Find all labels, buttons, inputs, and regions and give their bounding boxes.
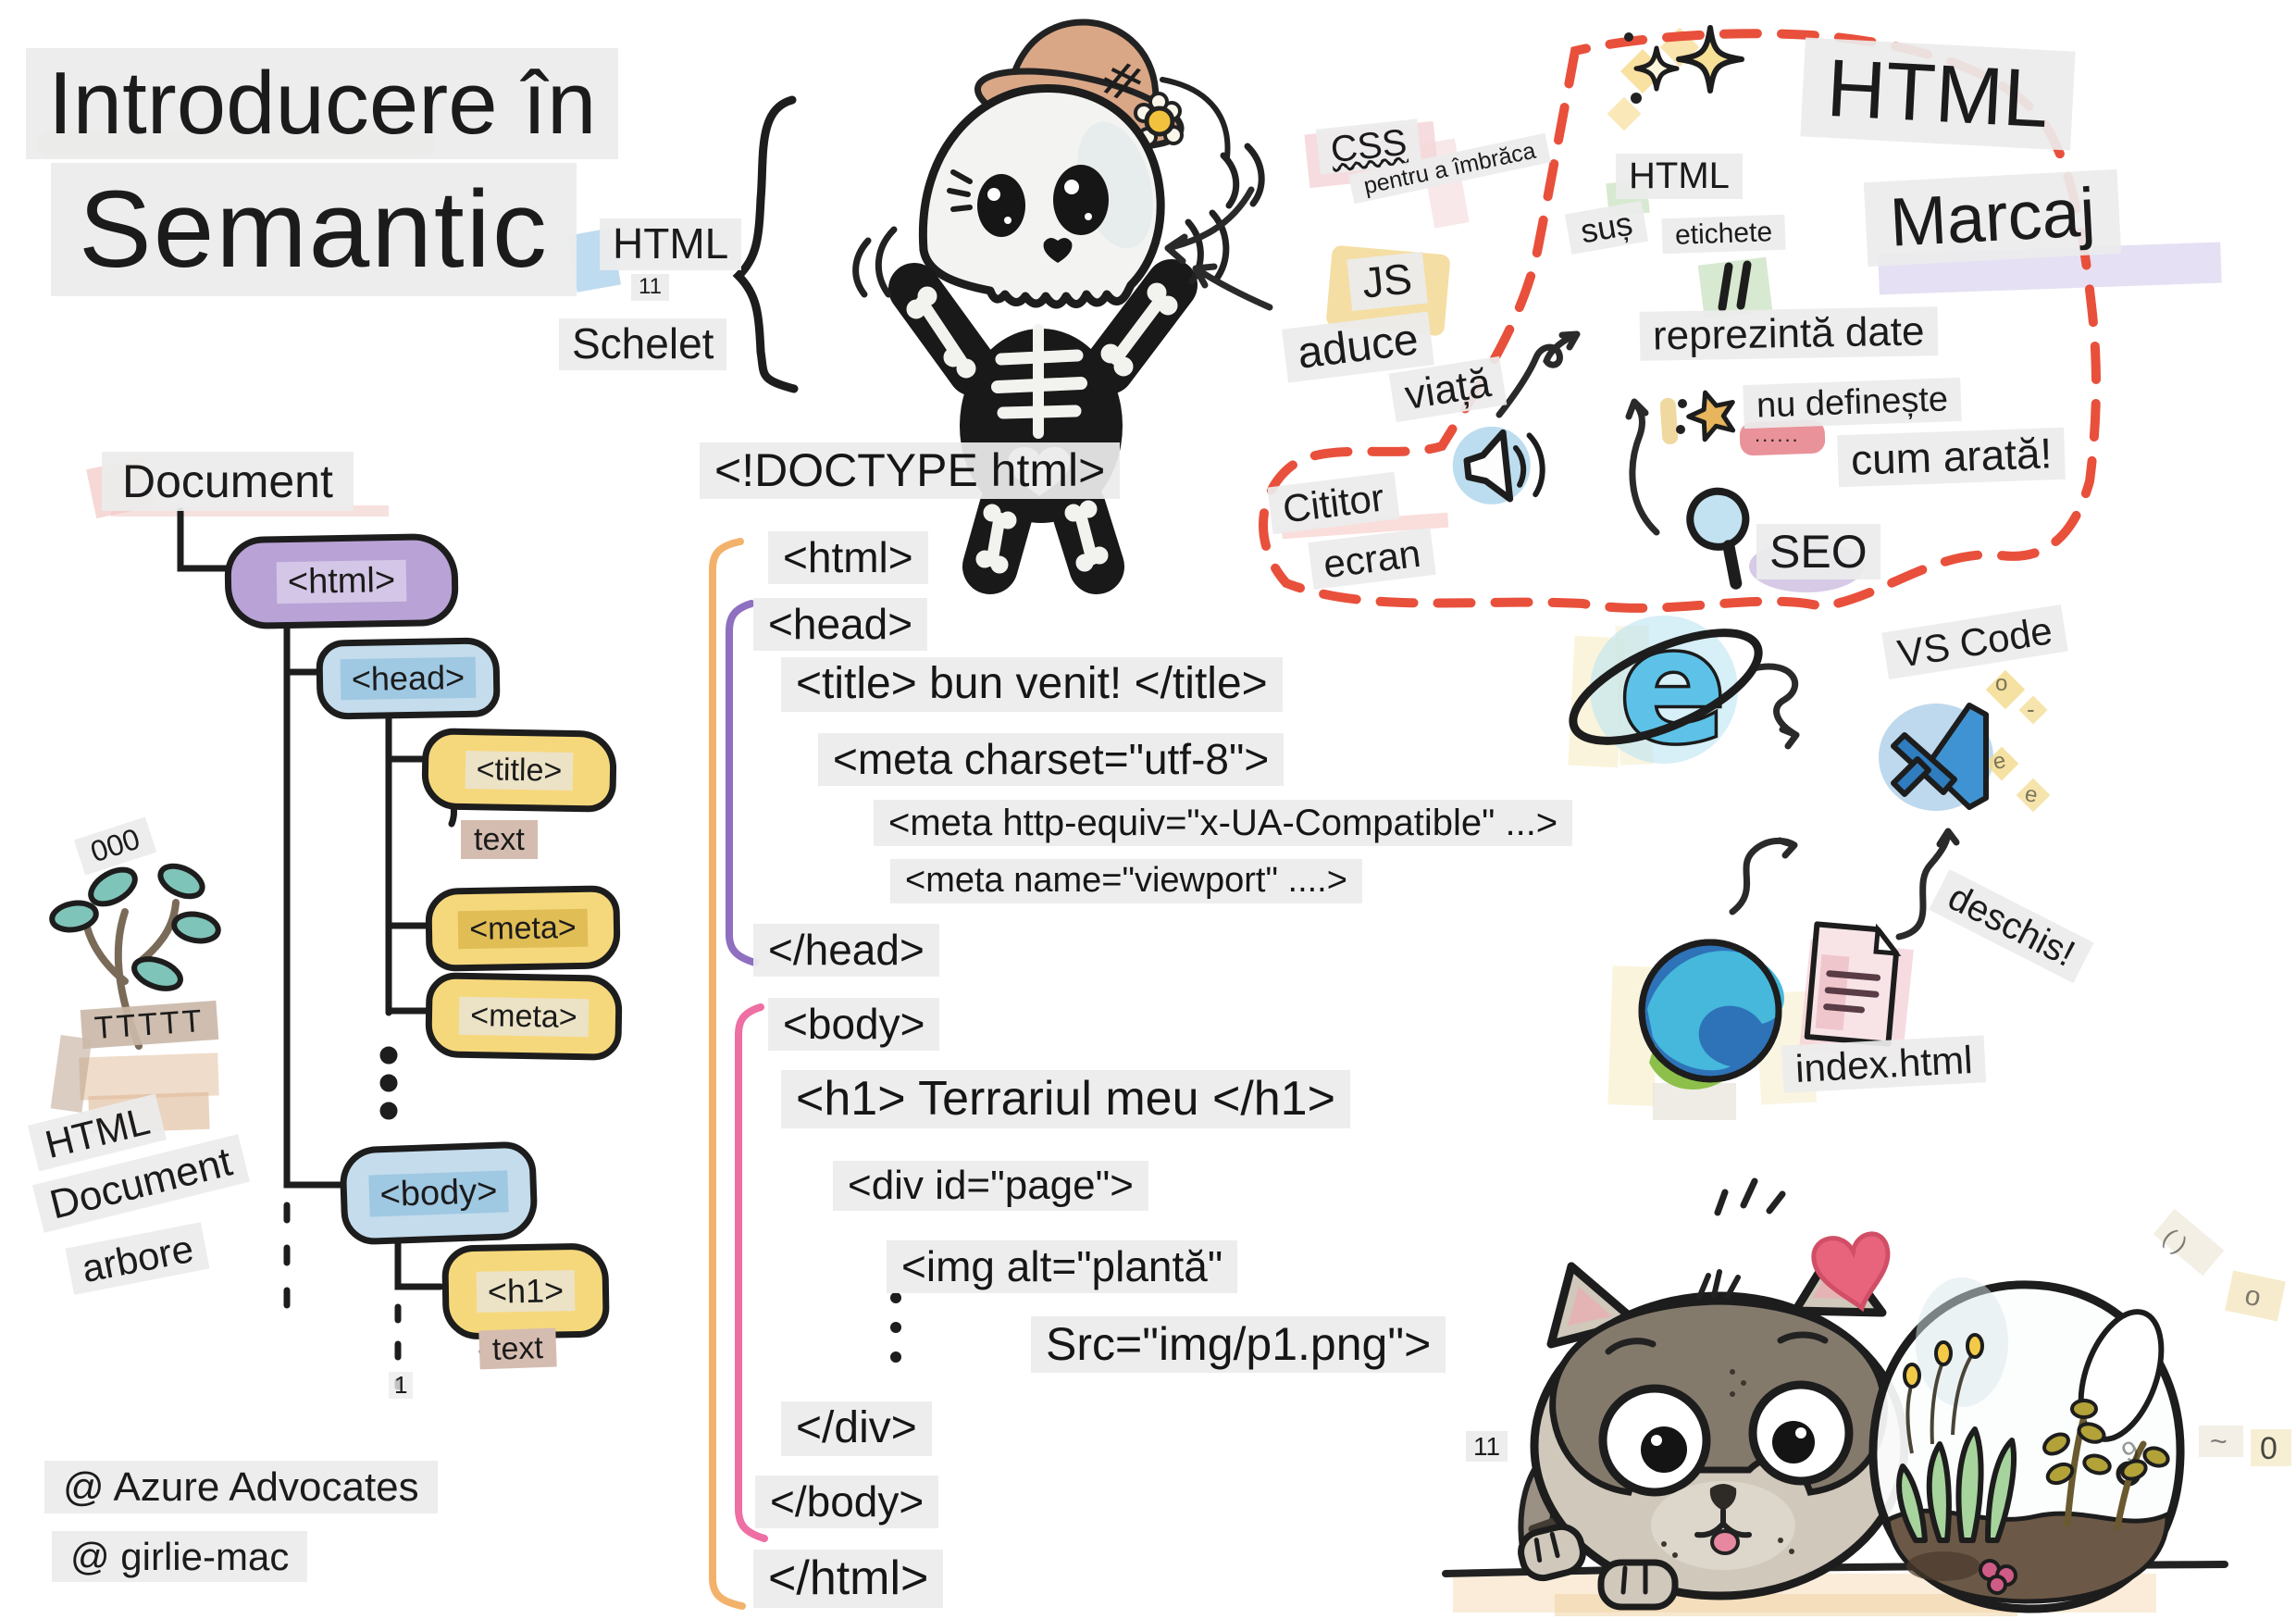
tree-node-body: <body>	[339, 1140, 539, 1246]
skeleton-html-label: HTML	[600, 218, 742, 270]
marcaj-reprezinta: reprezintă date	[1639, 306, 1938, 362]
svg-text:e: e	[1620, 595, 1726, 778]
code-brackets	[709, 538, 901, 1610]
plant-doodle	[49, 863, 221, 1050]
heart-icon	[1811, 1231, 1891, 1313]
mascot-doodle	[1442, 1177, 2228, 1613]
equals-bars-icon	[1718, 260, 1752, 312]
code-line-img: <img alt="plantă"	[887, 1240, 1238, 1293]
sparkle-dashes-icon	[1714, 1177, 1786, 1216]
code-line-html-open: <html>	[768, 531, 928, 584]
mascot-eleven: 11	[1466, 1431, 1508, 1463]
tree-connectors	[177, 507, 489, 1390]
arrows	[1164, 186, 1960, 940]
marcaj-title: Marcaj	[1863, 168, 2122, 267]
marcaj-nu-defineste: nu definește	[1743, 377, 1962, 429]
tree-heading: Document	[102, 452, 354, 511]
tree-node-text2: text	[478, 1327, 557, 1370]
code-line-body-close: </body>	[755, 1476, 939, 1528]
tree-node-head: <head>	[316, 637, 501, 720]
code-line-doctype: <!DOCTYPE html>	[700, 442, 1121, 499]
code-line-meta-viewport: <meta name="viewport" ....>	[890, 859, 1362, 903]
tree-node-text1: text	[461, 820, 538, 860]
terrarium-icon	[1868, 1277, 2185, 1613]
edge-icon	[1638, 939, 1784, 1090]
vscode-logo-icon	[1891, 703, 1989, 810]
tag-tilde: ~	[2210, 1425, 2228, 1458]
tag-zero: 0	[2260, 1431, 2277, 1466]
speaker-icon	[1452, 426, 1545, 504]
marcaj-cum-arata: cum arată!	[1837, 427, 2066, 487]
footer-girlie-mac: @ girlie-mac	[52, 1531, 308, 1583]
marcaj-dots: ......	[1755, 423, 1800, 446]
code-line-head-close: </head>	[753, 924, 939, 977]
code-line-div-open: <div id="page">	[833, 1161, 1148, 1212]
tree-node-h1-label: <h1>	[476, 1270, 576, 1313]
magnifier-icon	[1686, 487, 1750, 590]
tree-node-title: <title>	[421, 728, 617, 813]
tree-node-body-label: <body>	[367, 1169, 510, 1217]
tools-icons: e	[1569, 592, 1989, 1090]
footer-azure-advocates: @ Azure Advocates	[44, 1461, 438, 1514]
tree-node-html: <html>	[224, 532, 459, 630]
tree-node-meta2-label: <meta>	[458, 996, 590, 1037]
tree-node-meta2: <meta>	[425, 972, 623, 1061]
marcaj-icons	[1452, 25, 1752, 590]
tree-node-h1: <h1>	[441, 1242, 610, 1340]
code-line-html-close: </html>	[753, 1550, 944, 1609]
page-title-line2: Semantic	[51, 163, 577, 297]
code-line-h1: <h1> Terrariul meu </h1>	[781, 1070, 1350, 1129]
tree-node-head-label: <head>	[340, 656, 477, 701]
sparkle-icon	[1676, 25, 1744, 93]
code-line-meta-httpequiv: <meta http-equiv="x-UA-Compatible" ...>	[874, 800, 1573, 846]
code-line-head-open: <head>	[753, 598, 928, 651]
skeleton-html-version: 11	[631, 274, 669, 301]
marcaj-html-small: HTML	[1616, 154, 1743, 199]
js-label: JS	[1347, 251, 1428, 311]
star-icon	[1686, 390, 1736, 442]
scribble-o: o	[1995, 671, 2008, 696]
bones-icon	[906, 282, 1178, 574]
brace-icon	[732, 95, 799, 393]
html-file-icon	[1804, 921, 1902, 1047]
skeleton-caption: Schelet	[559, 318, 727, 370]
tree-node-meta1-label: <meta>	[457, 908, 589, 949]
code-line-div-close: </div>	[781, 1401, 932, 1456]
marcaj-etichete: etichete	[1661, 214, 1786, 254]
cat-icon	[1518, 1243, 1909, 1611]
page-title-line1: Introducere în	[26, 48, 619, 159]
motion-arcs-icon	[852, 143, 1265, 298]
marcaj-seo: SEO	[1756, 524, 1880, 579]
internet-explorer-icon: e	[1569, 592, 1763, 782]
tree-one-mark: 1	[389, 1371, 414, 1400]
code-line-src: Src="img/p1.png">	[1031, 1316, 1446, 1373]
code-line-body-open: <body>	[768, 998, 940, 1051]
code-line-title: <title> bun venit! </title>	[781, 657, 1283, 712]
code-line-meta-charset: <meta charset="utf-8">	[818, 733, 1285, 786]
marcaj-html-big: HTML	[1800, 37, 2076, 151]
scribble-dash: -	[2027, 695, 2035, 723]
tree-node-title-label: <title>	[465, 750, 574, 791]
sparkle-icon	[1633, 45, 1680, 92]
tree-node-meta1: <meta>	[425, 885, 621, 972]
tree-node-html-label: <html>	[276, 559, 407, 604]
